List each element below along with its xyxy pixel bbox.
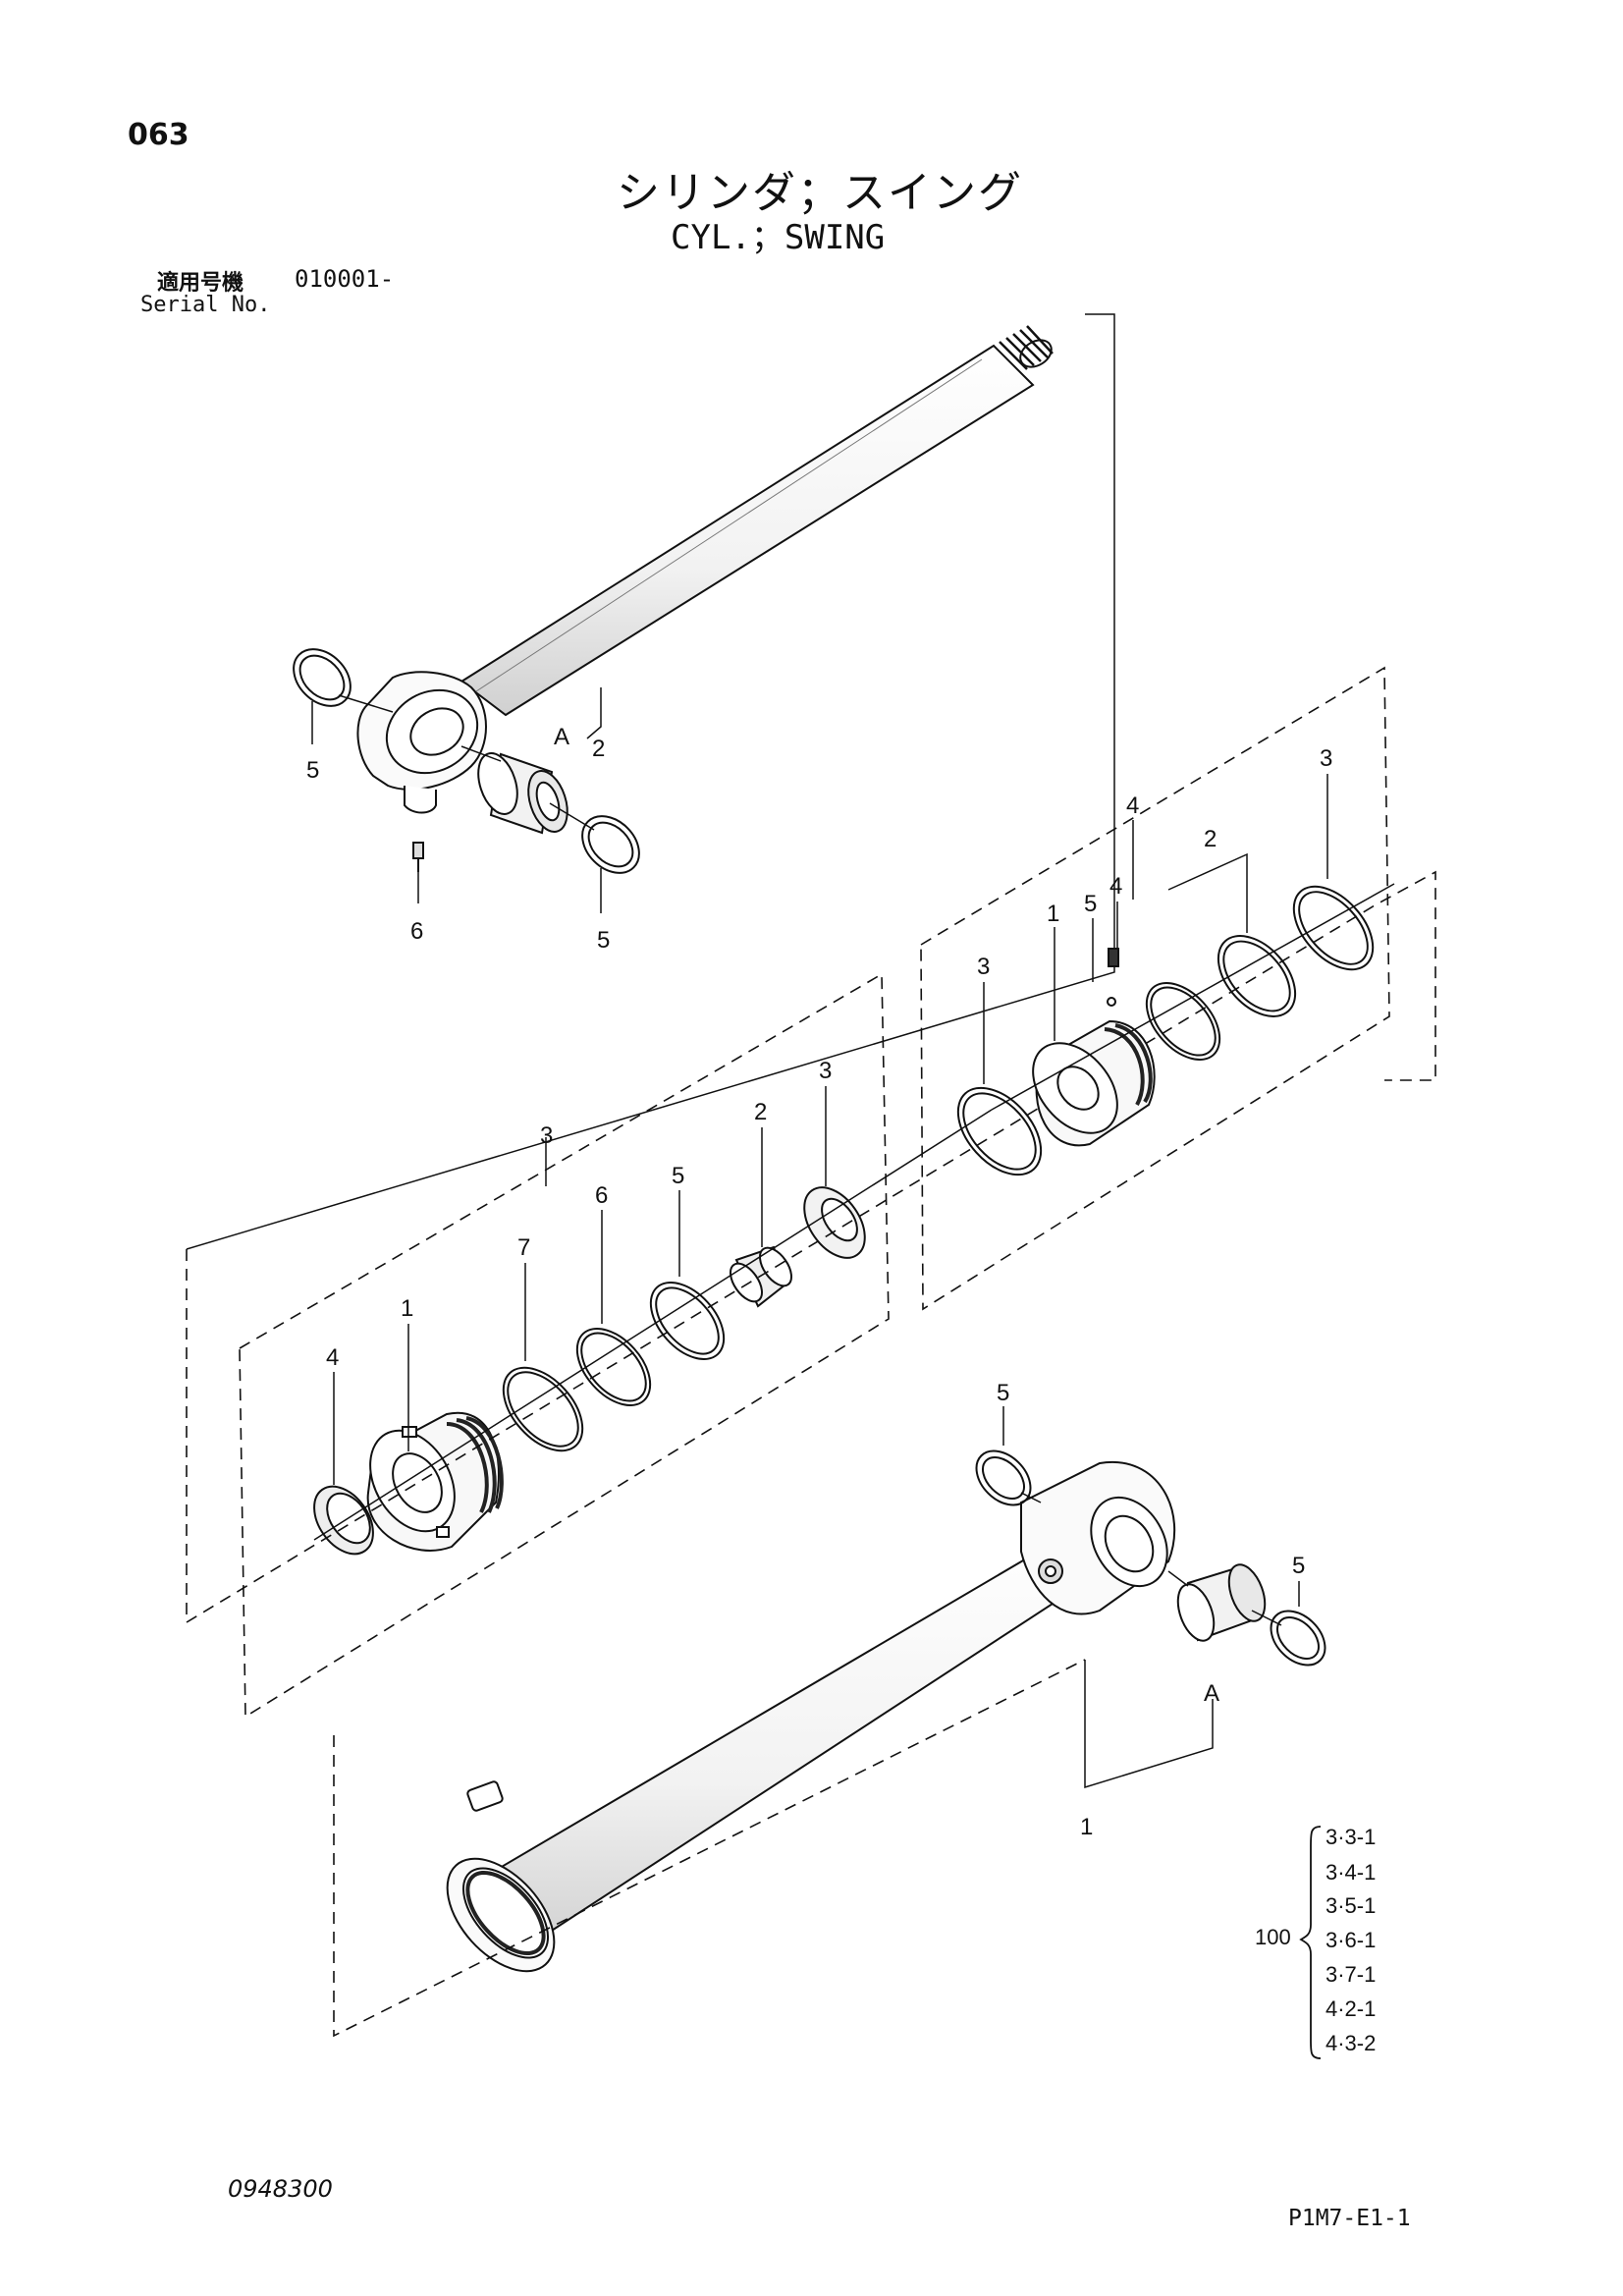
callout-rod: 2 bbox=[592, 736, 605, 762]
callout-head-ring7: 7 bbox=[517, 1234, 530, 1261]
rod-seal-ring-left bbox=[293, 648, 352, 707]
grease-fitting bbox=[412, 842, 424, 872]
callout-tube-seal-right: 5 bbox=[1292, 1553, 1305, 1579]
piston-set-screw bbox=[1108, 948, 1119, 967]
callout-head-bushing: 2 bbox=[754, 1099, 767, 1125]
head-body bbox=[366, 1411, 504, 1552]
callout-rod-grease-fitting: 6 bbox=[410, 918, 423, 945]
reference-item: 3·7-1 bbox=[1325, 1962, 1376, 1987]
reference-item: 3·3-1 bbox=[1325, 1825, 1376, 1849]
serial-label-english: Serial No. bbox=[140, 293, 271, 317]
tube-seal-ring-right bbox=[1270, 1610, 1326, 1667]
document-number: 0948300 bbox=[228, 2175, 333, 2203]
reference-brace bbox=[1299, 1826, 1322, 2059]
piston-slide-ring-2 bbox=[1217, 935, 1297, 1017]
rod-bushing bbox=[477, 752, 568, 835]
callout-rod-bushing-right: 5 bbox=[597, 927, 610, 954]
tube-seal-ring-top bbox=[975, 1449, 1032, 1506]
callout-piston-seal3b: 3 bbox=[1320, 745, 1332, 772]
callout-head-wiper: 4 bbox=[326, 1344, 339, 1371]
callout-piston-screw: 4 bbox=[1109, 873, 1122, 900]
rod-seal-ring-right bbox=[581, 815, 640, 874]
reference-item: 4·3-2 bbox=[1325, 2031, 1376, 2055]
callout-tube: 1 bbox=[1080, 1814, 1093, 1840]
callout-piston-ball: 5 bbox=[1084, 891, 1097, 917]
reference-item: 3·4-1 bbox=[1325, 1860, 1376, 1885]
sheet-code: P1M7-E1-1 bbox=[1288, 2206, 1411, 2231]
piston-steel-ball bbox=[1107, 997, 1116, 1007]
piston-assembly bbox=[956, 883, 1395, 1176]
callout-head-body: 1 bbox=[401, 1295, 413, 1322]
callout-head-ring6: 6 bbox=[595, 1182, 608, 1209]
rod-assembly bbox=[186, 313, 1115, 1250]
reference-item: 4·2-1 bbox=[1325, 1996, 1376, 2021]
head-backup-ring-6 bbox=[575, 1328, 652, 1406]
callout-rod-pin-ref: A bbox=[554, 724, 569, 750]
callout-labels: 5 6 5 A 2 3 4 1 7 6 5 2 3 4 3 1 5 4 2 3 … bbox=[306, 724, 1332, 1840]
head-assembly bbox=[313, 1109, 993, 1556]
callout-tube-pin-ref: A bbox=[1204, 1680, 1219, 1707]
callout-piston-ring2: 2 bbox=[1204, 826, 1217, 852]
piston-body bbox=[1032, 1019, 1156, 1147]
reference-item: 3·6-1 bbox=[1325, 1928, 1376, 1952]
assembly-number: 100 bbox=[1255, 1925, 1291, 1949]
callout-head-wiper-3: 3 bbox=[819, 1058, 832, 1084]
piston-group-frame bbox=[920, 666, 1390, 1311]
callout-head-ring5: 5 bbox=[672, 1163, 684, 1189]
callout-piston-group: 4 bbox=[1126, 793, 1139, 819]
head-dust-seal bbox=[803, 1186, 866, 1259]
title-english: CYL.；SWING bbox=[671, 218, 886, 257]
page-number: 063 bbox=[128, 118, 189, 152]
callout-tube-seal-top: 5 bbox=[997, 1380, 1009, 1406]
head-seal-ring-5 bbox=[649, 1282, 726, 1360]
callout-piston-body: 1 bbox=[1047, 901, 1059, 927]
callout-head-group: 3 bbox=[540, 1122, 553, 1149]
title-japanese: シリンダ；スイング bbox=[617, 168, 1023, 218]
rod-shaft bbox=[460, 344, 1035, 717]
serial-value: 010001- bbox=[295, 265, 395, 293]
reference-list: 100 3·3-1 3·4-1 3·5-1 3·6-1 3·7-1 4·2-1 … bbox=[1255, 1825, 1376, 2059]
piston-seal-ring-3a bbox=[956, 1086, 1043, 1176]
callout-leaders bbox=[311, 687, 1328, 1789]
piston-o-ring-2 bbox=[1145, 982, 1221, 1061]
callout-piston-seal3a: 3 bbox=[977, 954, 990, 980]
head-o-ring-7 bbox=[502, 1366, 584, 1452]
tube-bushing bbox=[1176, 1563, 1267, 1642]
callout-rod-bushing-left: 5 bbox=[306, 757, 319, 784]
head-group-frame bbox=[239, 972, 890, 1719]
head-bushing bbox=[730, 1245, 792, 1308]
piston-wear-ring-3b bbox=[1292, 885, 1375, 971]
reference-item: 3·5-1 bbox=[1325, 1893, 1376, 1918]
cylinder-tube bbox=[446, 1449, 1326, 1973]
serial-label-japanese: 適用号機 bbox=[157, 271, 244, 296]
